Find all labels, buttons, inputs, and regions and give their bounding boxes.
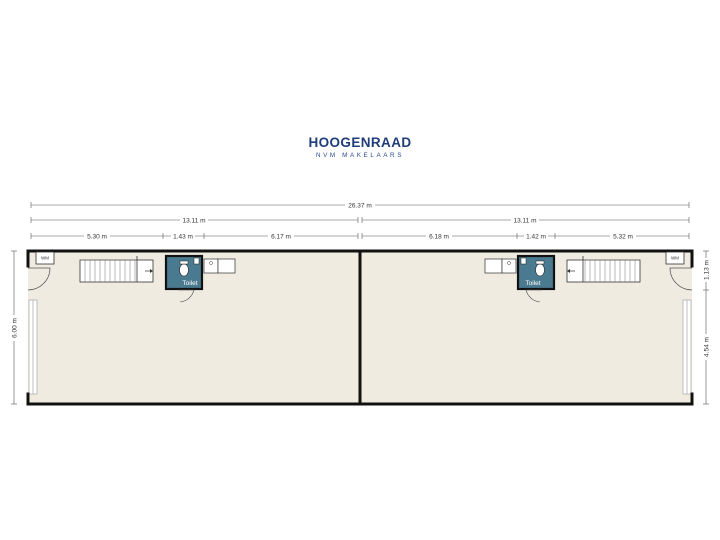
counter-left-1 xyxy=(203,258,219,274)
washer-label-left: WM xyxy=(41,256,49,261)
dim-right-seg-2: 1.42 m xyxy=(526,234,546,241)
dim-left-unit: 13.11 m xyxy=(182,218,205,225)
brand-logo: HOOGENRAAD NVM MAKELAARS xyxy=(0,135,720,160)
dim-left-depth: 6.00 m xyxy=(12,318,19,338)
left-unit-fixtures: WM Toilet xyxy=(35,251,236,303)
toilet-door-left xyxy=(178,289,195,303)
washer-box-left xyxy=(35,251,55,265)
toilet-door-right xyxy=(525,289,542,303)
dim-left-seg-2: 1.43 m xyxy=(173,234,193,241)
dim-right-unit: 13.11 m xyxy=(513,218,536,225)
entrance-doors xyxy=(27,267,693,291)
counter-right-2 xyxy=(501,258,517,274)
toilet-label-left: Toilet xyxy=(182,280,197,287)
dim-right-seg-1: 6.18 m xyxy=(429,234,449,241)
washer-label-right: WM xyxy=(671,256,679,261)
brand-subtitle: NVM MAKELAARS xyxy=(315,152,405,159)
toilet-bowl-left xyxy=(179,263,189,277)
dim-right-depth-bottom: 4.54 m xyxy=(704,337,711,357)
stairs-right xyxy=(566,259,641,283)
dim-label-backgrounds xyxy=(9,200,711,360)
counter-right-1 xyxy=(484,258,503,274)
dim-right-depth-top: 1.13 m xyxy=(704,260,711,280)
brand-name: HOOGENRAAD xyxy=(308,135,412,150)
counter-left-2 xyxy=(217,258,236,274)
door-right-entrance xyxy=(669,267,693,291)
dim-left-seg-3: 6.17 m xyxy=(271,234,291,241)
right-unit-fixtures: WM Toilet xyxy=(484,251,685,303)
sink-right xyxy=(520,257,527,265)
walls xyxy=(26,249,694,406)
sink-left xyxy=(193,257,200,265)
dim-right-seg-3: 5.32 m xyxy=(613,234,633,241)
windows xyxy=(28,299,692,395)
washer-box-right xyxy=(665,251,685,265)
door-left-entrance xyxy=(27,267,51,291)
dim-total: 26.37 m xyxy=(348,203,372,210)
toilet-bowl-right xyxy=(535,263,545,277)
toilet-label-right: Toilet xyxy=(525,280,540,287)
dimension-labels: 26.37 m 13.11 m 13.11 m 5.30 m 1.43 m 6.… xyxy=(12,203,711,357)
stairs-left xyxy=(79,259,154,283)
dim-left-seg-1: 5.30 m xyxy=(87,234,107,241)
